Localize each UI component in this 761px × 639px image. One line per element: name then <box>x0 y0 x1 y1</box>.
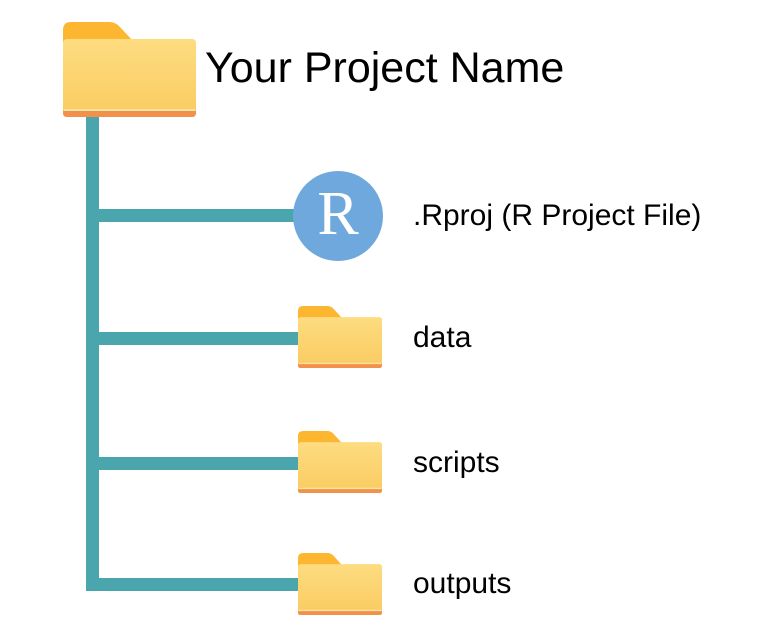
folder-icon <box>298 306 382 368</box>
branch-connector-outputs <box>86 578 306 591</box>
child-label-outputs: outputs <box>413 567 512 600</box>
branch-connector-rproj <box>86 209 302 222</box>
child-label-scripts: scripts <box>413 446 500 479</box>
r-letter-glyph: R <box>317 180 359 248</box>
child-label-data: data <box>413 321 472 354</box>
root-folder-label: Your Project Name <box>205 44 565 92</box>
root-folder-icon <box>63 22 196 117</box>
folder-icon <box>298 553 382 615</box>
r-project-icon: R <box>293 171 383 261</box>
branch-connector-data <box>86 332 306 345</box>
branch-connector-scripts <box>86 457 306 470</box>
folder-icon <box>298 431 382 493</box>
child-label-rproj: .Rproj (R Project File) <box>413 199 702 232</box>
tree-trunk-connector <box>86 115 99 591</box>
